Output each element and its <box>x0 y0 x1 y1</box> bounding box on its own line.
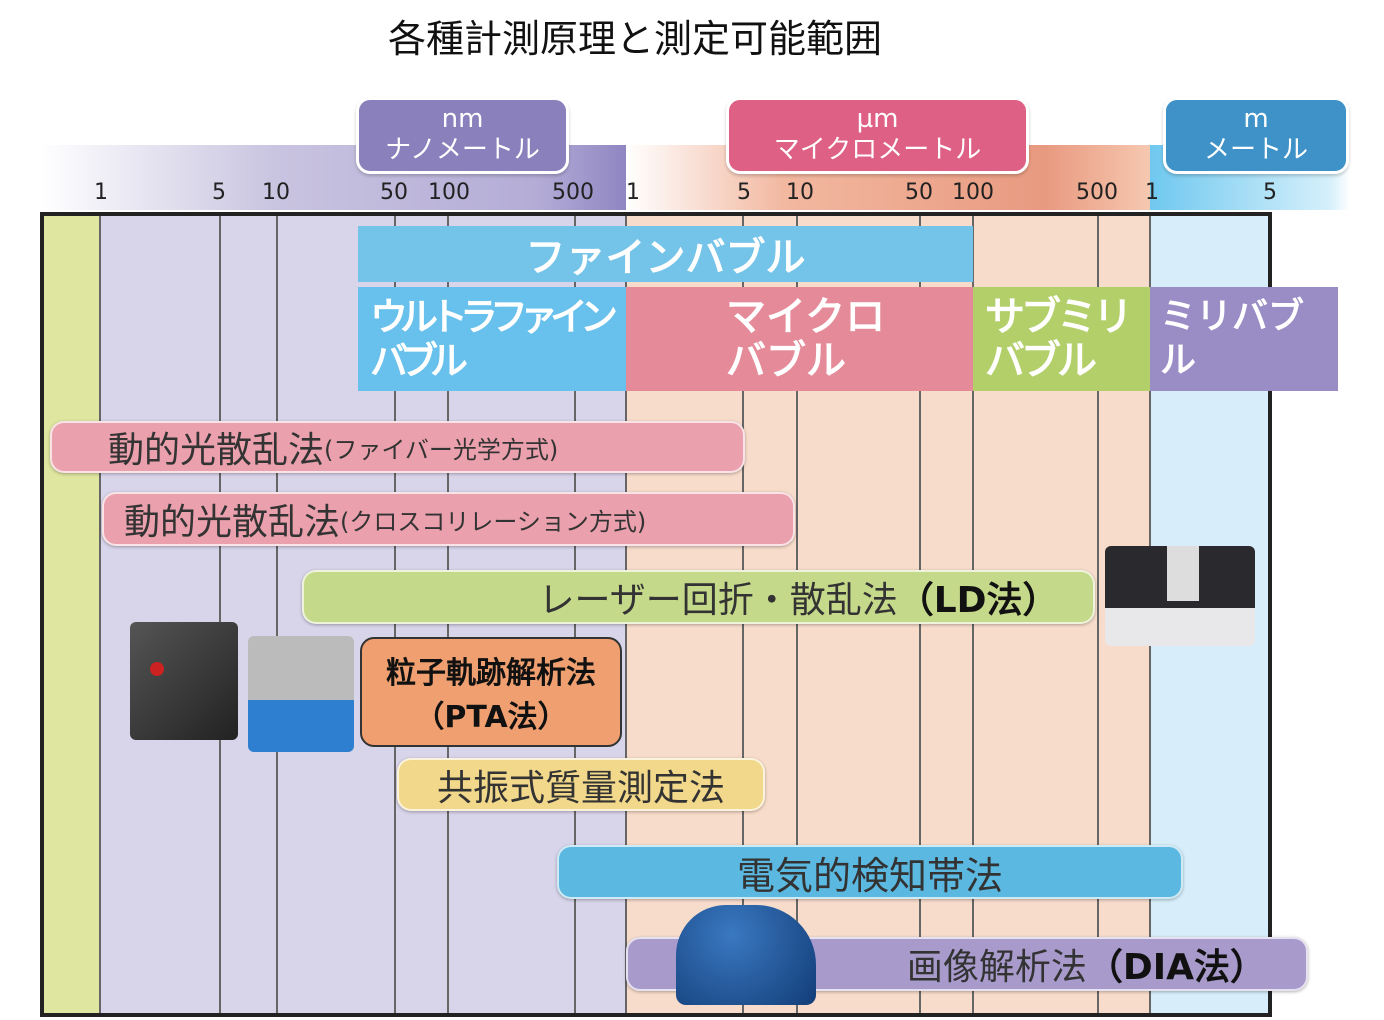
instrument-panel <box>1167 546 1199 601</box>
micro-bubble-band: マイクロ バブル <box>626 287 973 391</box>
tick-label: 100 <box>952 180 994 205</box>
dls-instrument-image <box>130 622 238 740</box>
grid-line <box>99 216 101 1013</box>
tick-label: 1 <box>1145 180 1159 205</box>
ld-instrument-image <box>1105 546 1255 646</box>
grid-line <box>219 216 221 1013</box>
method-abbr: （LD法） <box>897 580 1059 621</box>
tick-label: 50 <box>380 180 408 205</box>
method-sublabel: (クロスコリレーション方式) <box>340 507 647 536</box>
method-label: レーザー回折・散乱法 <box>538 580 898 621</box>
tick-label: 500 <box>552 180 594 205</box>
unit-symbol: m <box>1243 104 1269 134</box>
method-resonant-mass: 共振式質量測定法 <box>397 758 765 811</box>
method-label: 動的光散乱法 <box>124 502 341 543</box>
tick-label: 100 <box>428 180 470 205</box>
instrument-button <box>150 662 164 676</box>
method-abbr: （DIA法） <box>1086 947 1266 988</box>
tick-label: 5 <box>1263 180 1277 205</box>
unit-name: メートル <box>1203 135 1308 165</box>
milli-bubble-band: ミリバブル <box>1150 287 1338 391</box>
unit-name: マイクロメートル <box>773 135 982 165</box>
grid-line <box>1097 216 1099 1013</box>
method-ld: レーザー回折・散乱法（LD法） <box>302 570 1095 624</box>
method-label: 画像解析法 <box>906 947 1087 988</box>
dia-instrument-image <box>676 905 816 1005</box>
method-dls-cross: 動的光散乱法(クロスコリレーション方式) <box>102 492 795 546</box>
method-label: 粒子軌跡解析法 <box>386 656 596 691</box>
unit-symbol: µm <box>856 104 899 134</box>
method-sublabel: (ファイバー光学方式) <box>324 435 559 464</box>
fine-bubble-band: ファインバブル <box>358 226 973 282</box>
unit-symbol: nm <box>441 104 484 134</box>
unit-name: ナノメートル <box>385 135 540 165</box>
tick-label: 1 <box>94 180 108 205</box>
diagram-title: 各種計測原理と測定可能範囲 <box>387 17 882 61</box>
tick-label: 10 <box>262 180 290 205</box>
method-pta: 粒子軌跡解析法 （PTA法） <box>360 637 622 747</box>
tick-label: 5 <box>737 180 751 205</box>
method-electrical-sensing-zone: 電気的検知帯法 <box>557 845 1183 899</box>
method-label: 動的光散乱法 <box>108 430 325 471</box>
region-sub-nm <box>44 216 100 1013</box>
pta-instrument-image <box>248 636 354 752</box>
submilli-bubble-band: サブミリ バブル <box>973 287 1150 391</box>
chart-frame <box>40 212 1272 1017</box>
tick-label: 500 <box>1076 180 1118 205</box>
grid-line <box>276 216 278 1013</box>
tick-label: 5 <box>212 180 226 205</box>
tick-label: 10 <box>786 180 814 205</box>
tick-label: 1 <box>626 180 640 205</box>
method-dls-fiber: 動的光散乱法(ファイバー光学方式) <box>50 421 745 473</box>
method-abbr: （PTA法） <box>414 700 568 735</box>
ultrafine-bubble-band: ウルトラファイン バブル <box>358 287 626 391</box>
tick-label: 50 <box>905 180 933 205</box>
